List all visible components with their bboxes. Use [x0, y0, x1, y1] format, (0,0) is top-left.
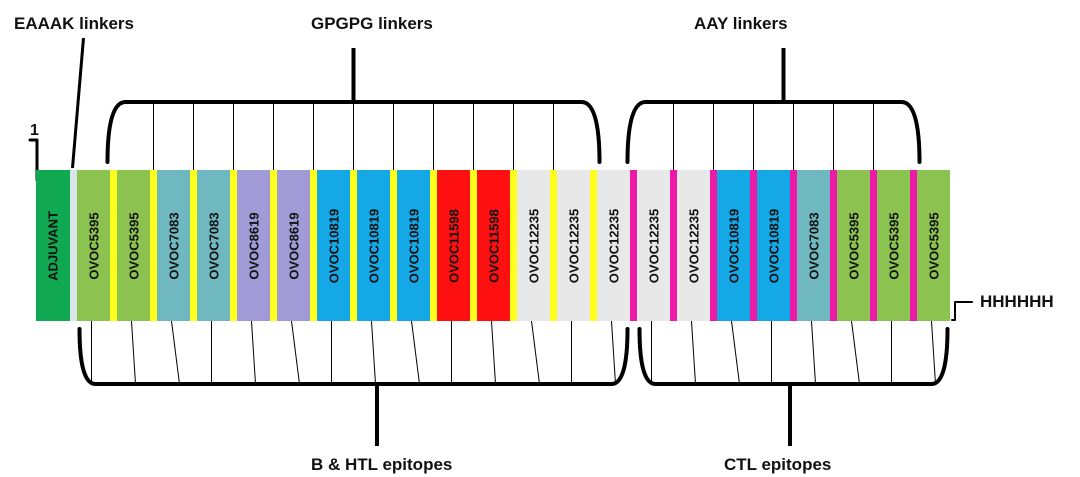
epitope-segment-label: OVOC12235 [686, 208, 701, 283]
epitope-tick [931, 320, 936, 385]
epitope-segment-label: OVOC11598 [446, 208, 461, 283]
epitope-segment-label: OVOC12235 [606, 208, 621, 283]
eaaak-linker [70, 170, 77, 321]
epitope-segment: OVOC5395 [837, 170, 870, 321]
epitope-segment: OVOC8619 [277, 170, 310, 321]
epitope-segment: OVOC12235 [677, 170, 710, 321]
aay-linkers-label: AAY linkers [694, 14, 788, 33]
epitope-segment: OVOC7083 [197, 170, 230, 321]
epitope-segment-label: OVOC10819 [726, 208, 741, 283]
epitope-segment-label: OVOC10819 [326, 208, 341, 283]
aay-linker [710, 170, 717, 321]
gpgpg-linker [270, 170, 277, 321]
gpgpg-linker [390, 170, 397, 321]
epitope-segment: OVOC8619 [237, 170, 270, 321]
epitope-segment: OVOC11598 [477, 170, 510, 321]
epitope-segment: OVOC11598 [437, 170, 470, 321]
epitope-segment-label: OVOC10819 [406, 208, 421, 283]
aay-linker [630, 170, 637, 321]
epitope-segment-label: OVOC5395 [86, 211, 101, 280]
epitope-tick [611, 320, 616, 385]
epitope-segment-label: OVOC5395 [846, 211, 861, 280]
epitope-segment-label: ADJUVANT [45, 210, 61, 281]
epitope-segment-label: OVOC8619 [286, 211, 301, 280]
epitope-segment: OVOC10819 [757, 170, 790, 321]
aay-linker [910, 170, 917, 321]
epitope-tick [251, 320, 256, 385]
epitope-tick [291, 320, 300, 385]
epitope-segment: OVOC5395 [877, 170, 910, 321]
epitope-segment: OVOC10819 [397, 170, 430, 321]
epitope-segment-label: OVOC7083 [206, 211, 221, 280]
gpgpg-linker [470, 170, 477, 321]
epitope-segment-label: OVOC12235 [526, 208, 541, 283]
aay-linker [790, 170, 797, 321]
ctl-epitopes-label: CTL epitopes [724, 455, 832, 474]
epitope-tick [491, 320, 496, 385]
epitope-segment: OVOC12235 [597, 170, 630, 321]
aay-linker [870, 170, 877, 321]
epitope-tick [811, 320, 816, 385]
start-position-label: 1 [30, 122, 39, 139]
gpgpg-linkers-label: GPGPG linkers [311, 14, 433, 33]
gpgpg-linker [110, 170, 117, 321]
epitope-segment: OVOC12235 [637, 170, 670, 321]
epitope-segment: OVOC12235 [517, 170, 550, 321]
eaaak-pointer [71, 37, 85, 169]
aay-linker [670, 170, 677, 321]
start-marker [28, 138, 39, 182]
ctl-bracket [637, 327, 950, 386]
epitope-segment-label: OVOC12235 [646, 208, 661, 283]
epitope-segment: OVOC5395 [917, 170, 950, 321]
aay-linker [750, 170, 757, 321]
epitope-tick [411, 320, 420, 385]
gpgpg-linker [430, 170, 437, 321]
epitope-tick [851, 320, 860, 385]
epitope-segment: OVOC10819 [317, 170, 350, 321]
epitope-tick [691, 320, 696, 385]
epitope-segment-label: OVOC7083 [166, 211, 181, 280]
epitope-segment-label: OVOC12235 [566, 208, 581, 283]
epitope-segment: OVOC5395 [117, 170, 150, 321]
gpgpg-linker [150, 170, 157, 321]
epitope-segment: OVOC7083 [797, 170, 830, 321]
epitope-tick [171, 320, 180, 385]
epitope-segment: ADJUVANT [36, 170, 70, 321]
epitope-segment-label: OVOC11598 [486, 208, 501, 283]
b-htl-bracket [77, 327, 630, 386]
epitope-segment-label: OVOC5395 [886, 211, 901, 280]
epitope-segment: OVOC12235 [557, 170, 590, 321]
aay-linker [830, 170, 837, 321]
aay-bracket [625, 100, 922, 164]
gpgpg-linker [190, 170, 197, 321]
connector-lines [91, 102, 936, 385]
epitope-tick [531, 320, 540, 385]
gpgpg-linker [590, 170, 597, 321]
gpgpg-linker [550, 170, 557, 321]
brackets [28, 37, 973, 446]
his-tag-connector [951, 301, 973, 321]
gpgpg-linker [510, 170, 517, 321]
epitope-segment: OVOC10819 [717, 170, 750, 321]
his-tag-label: HHHHHH [980, 292, 1054, 311]
b-htl-epitopes-label: B & HTL epitopes [311, 455, 453, 474]
epitope-segment: OVOC5395 [77, 170, 110, 321]
epitope-segment-label: OVOC10819 [766, 208, 781, 283]
epitope-segment-label: OVOC5395 [126, 211, 141, 280]
epitope-segment-label: OVOC8619 [246, 211, 261, 280]
epitope-segment-label: OVOC10819 [366, 208, 381, 283]
eaaak-linkers-label: EAAAK linkers [14, 14, 134, 33]
epitope-tick [131, 320, 136, 385]
epitope-tick [371, 320, 376, 385]
gpgpg-linker [230, 170, 237, 321]
epitope-tick [731, 320, 740, 385]
gpgpg-linker [310, 170, 317, 321]
epitope-segment-label: OVOC7083 [806, 211, 821, 280]
gpgpg-linker [350, 170, 357, 321]
epitope-segment: OVOC7083 [157, 170, 190, 321]
epitope-segment-label: OVOC5395 [926, 211, 941, 280]
epitope-segment: OVOC10819 [357, 170, 390, 321]
